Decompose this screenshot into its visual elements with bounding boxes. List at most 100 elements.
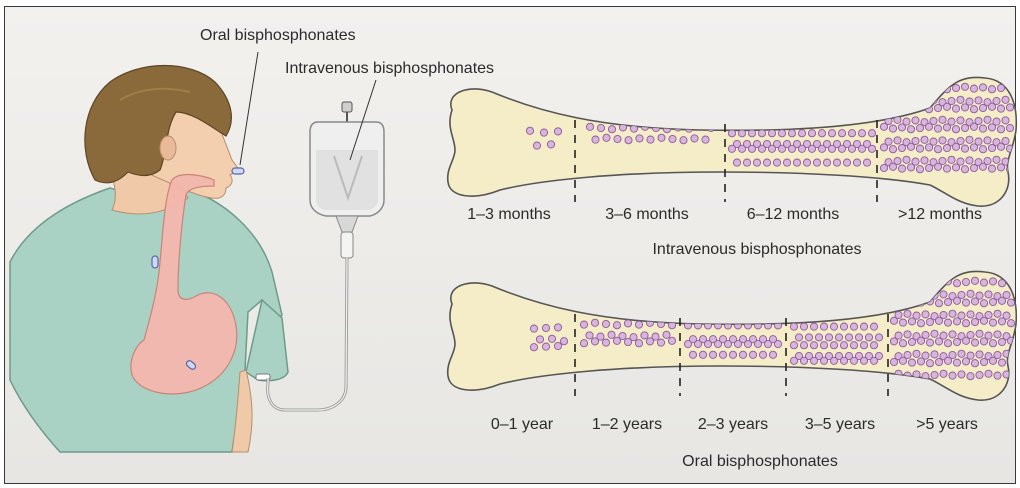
bone-deposit-dot bbox=[907, 164, 914, 171]
bone-deposit-dot bbox=[921, 157, 928, 164]
bone-deposit-dot bbox=[646, 338, 653, 345]
bone-deposit-dot bbox=[985, 291, 992, 298]
bone-deposit-dot bbox=[530, 325, 537, 332]
bone-deposit-dot bbox=[934, 84, 941, 91]
bone-deposit-dot bbox=[907, 105, 914, 112]
bone-deposit-dot bbox=[657, 339, 664, 346]
bone-deposit-dot bbox=[922, 311, 929, 318]
bone-deposit-dot bbox=[949, 331, 956, 338]
bone-deposit-dot bbox=[815, 334, 822, 341]
bone-deposit-dot bbox=[925, 123, 932, 130]
bone-deposit-dot bbox=[994, 331, 1001, 338]
bone-deposit-dot bbox=[658, 134, 665, 141]
bone-deposit-dot bbox=[913, 350, 920, 357]
bone-deposit-dot bbox=[917, 278, 924, 285]
bone-deposit-dot bbox=[998, 297, 1005, 304]
bone-deposit-dot bbox=[800, 342, 807, 349]
pointer-oral bbox=[240, 52, 258, 165]
bone-deposit-dot bbox=[899, 278, 906, 285]
bone-deposit-dot bbox=[944, 319, 951, 326]
bone-deposit-dot bbox=[540, 129, 547, 136]
bone-deposit-dot bbox=[554, 128, 561, 135]
bone-deposit-dot bbox=[971, 318, 978, 325]
bone-deposit-dot bbox=[953, 280, 960, 287]
bone-deposit-dot bbox=[749, 351, 756, 358]
bone-deposit-dot bbox=[753, 159, 760, 166]
bone-deposit-dot bbox=[635, 321, 642, 328]
bone-deposit-dot bbox=[989, 319, 996, 326]
bone-deposit-dot bbox=[724, 340, 731, 347]
bone-deposit-dot bbox=[926, 277, 933, 284]
bone-deposit-dot bbox=[994, 310, 1001, 317]
bone-deposit-dot bbox=[597, 124, 604, 131]
bone-deposit-dot bbox=[935, 300, 942, 307]
bone-deposit-dot bbox=[800, 323, 807, 330]
bone-deposit-dot bbox=[828, 145, 835, 152]
bone-deposit-dot bbox=[795, 334, 802, 341]
bone-deposit-dot bbox=[908, 318, 915, 325]
bone-deposit-dot bbox=[908, 297, 915, 304]
bone-deposit-dot bbox=[1006, 124, 1013, 131]
bone-deposit-dot bbox=[880, 85, 887, 92]
bone-deposit-dot bbox=[818, 130, 825, 137]
bone-deposit-dot bbox=[917, 337, 924, 344]
bone-deposit-dot bbox=[663, 331, 670, 338]
bone-deposit-dot bbox=[961, 104, 968, 111]
bone-deposit-dot bbox=[580, 340, 587, 347]
oral-period-3: 2–3 years bbox=[698, 416, 768, 433]
bone-deposit-dot bbox=[818, 145, 825, 152]
bone-deposit-dot bbox=[870, 323, 877, 330]
bone-deposit-dot bbox=[944, 357, 951, 364]
bone-deposit-dot bbox=[898, 124, 905, 131]
bone-deposit-dot bbox=[547, 141, 554, 148]
bone-deposit-dot bbox=[840, 357, 847, 364]
bone-deposit-dot bbox=[899, 319, 906, 326]
bone-deposit-dot bbox=[810, 323, 817, 330]
iv-caption: Intravenous bisphosphonates bbox=[652, 241, 861, 258]
bone-deposit-dot bbox=[830, 342, 837, 349]
bone-deposit-dot bbox=[899, 357, 906, 364]
bone-deposit-dot bbox=[939, 137, 946, 144]
bone-deposit-dot bbox=[858, 145, 865, 152]
bone-deposit-dot bbox=[926, 360, 933, 367]
iv-period-1: 1–3 months bbox=[467, 206, 551, 223]
iv-bag-hanger bbox=[342, 102, 352, 112]
bone-deposit-dot bbox=[921, 136, 928, 143]
bone-deposit-dot bbox=[853, 159, 860, 166]
bone-deposit-dot bbox=[820, 323, 827, 330]
bone-deposit-dot bbox=[669, 135, 676, 142]
bone-deposit-dot bbox=[860, 357, 867, 364]
bone-deposit-dot bbox=[961, 145, 968, 152]
bone-deposit-dot bbox=[830, 323, 837, 330]
bone-deposit-dot bbox=[691, 135, 698, 142]
bone-deposit-dot bbox=[961, 83, 968, 90]
bone-deposit-dot bbox=[903, 156, 910, 163]
bone-deposit-dot bbox=[922, 290, 929, 297]
label-iv-bisphosphonates-pointer: Intravenous bisphosphonates bbox=[285, 60, 494, 77]
oral-period-4: 3–5 years bbox=[805, 416, 875, 433]
bone-deposit-dot bbox=[957, 117, 964, 124]
bone-deposit-dot bbox=[975, 97, 982, 104]
bone-deposit-dot bbox=[602, 339, 609, 346]
bone-deposit-dot bbox=[714, 340, 721, 347]
bone-deposit-dot bbox=[709, 351, 716, 358]
bone-deposit-dot bbox=[880, 144, 887, 151]
bone-deposit-dot bbox=[820, 342, 827, 349]
bone-deposit-dot bbox=[935, 279, 942, 286]
bone-deposit-dot bbox=[943, 103, 950, 110]
bone-deposit-dot bbox=[759, 351, 766, 358]
oral-tablet-oesophagus bbox=[152, 256, 158, 268]
bone-deposit-dot bbox=[728, 145, 735, 152]
bone-deposit-dot bbox=[803, 159, 810, 166]
bone-deposit-dot bbox=[935, 317, 942, 324]
bone-deposit-dot bbox=[971, 360, 978, 367]
bone-deposit-dot bbox=[783, 159, 790, 166]
bone-deposit-dot bbox=[948, 156, 955, 163]
bone-deposit-dot bbox=[843, 159, 850, 166]
bone-deposit-dot bbox=[850, 342, 857, 349]
bone-deposit-dot bbox=[763, 159, 770, 166]
bone-deposit-dot bbox=[993, 156, 1000, 163]
bone-deposit-dot bbox=[967, 311, 974, 318]
bone-deposit-dot bbox=[798, 130, 805, 137]
bone-deposit-dot bbox=[953, 297, 960, 304]
